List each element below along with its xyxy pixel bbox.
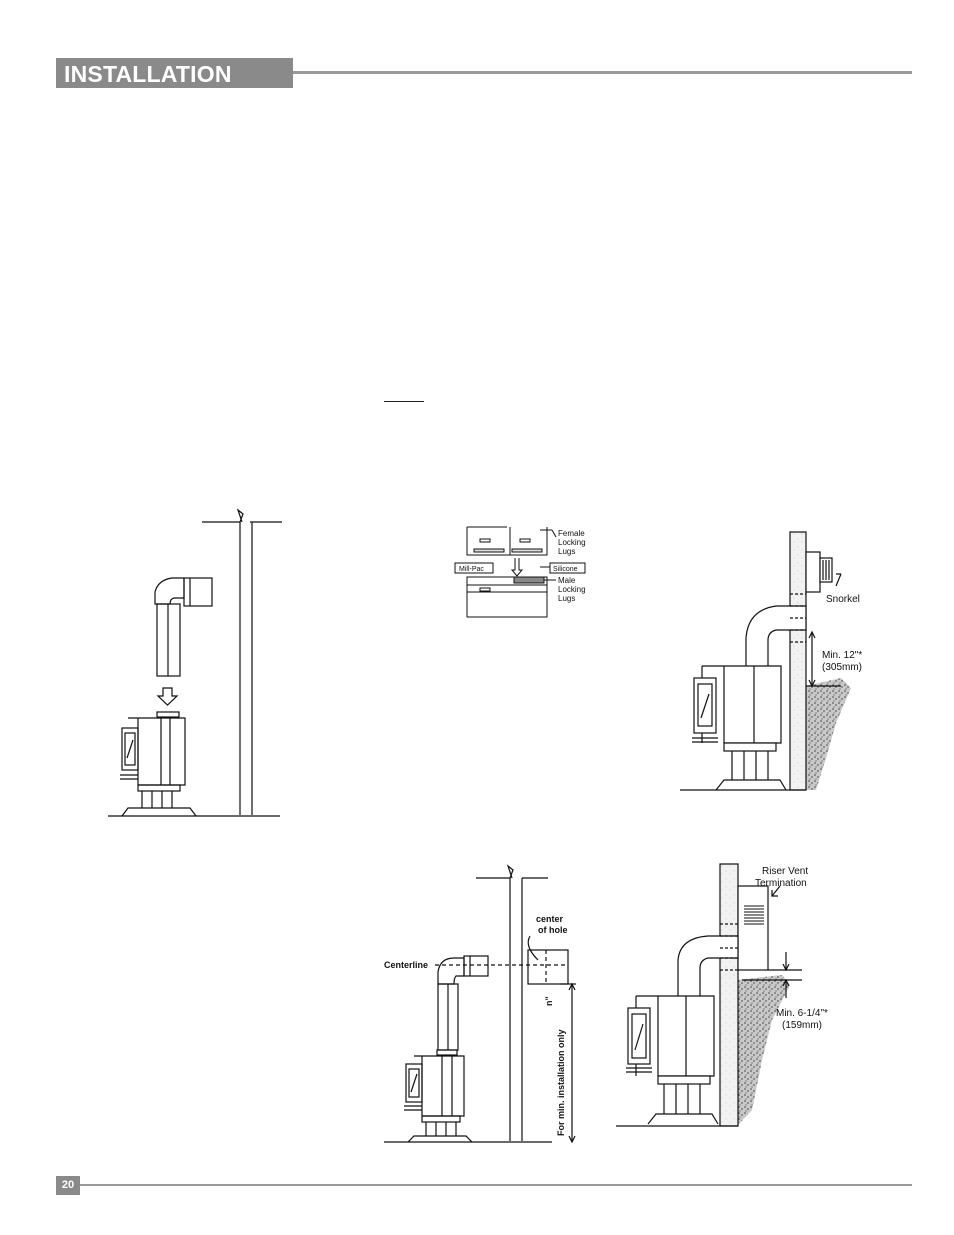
riser-min-clearance-metric: (159mm) [782,1020,822,1031]
header-bar [56,58,293,88]
header-rule [293,71,912,74]
dimension-mark: n" [544,996,554,1006]
snorkel-label: Snorkel [826,594,860,605]
page-title: INSTALLATION [64,61,232,87]
snorkel-min-clearance: Min. 12"* [822,650,862,661]
page-number: 20 [61,1179,75,1191]
figure-stove-pipe-assembly [108,508,282,817]
silicone-label: Silicone [553,566,578,573]
centerline-label: Centerline [384,960,428,970]
mill-pac-label: Mill-Pac [459,566,484,573]
footer-rule [80,1184,912,1186]
underline-mark [384,401,424,402]
min-install-note: For min. installation only [556,1029,566,1136]
riser-min-clearance: Min. 6-1/4"* [776,1008,828,1019]
footer-page-box [56,1176,80,1195]
figure-snorkel-install: Snorkel Min. 12"* (305mm) [680,531,862,791]
snorkel-min-clearance-metric: (305mm) [822,662,862,673]
